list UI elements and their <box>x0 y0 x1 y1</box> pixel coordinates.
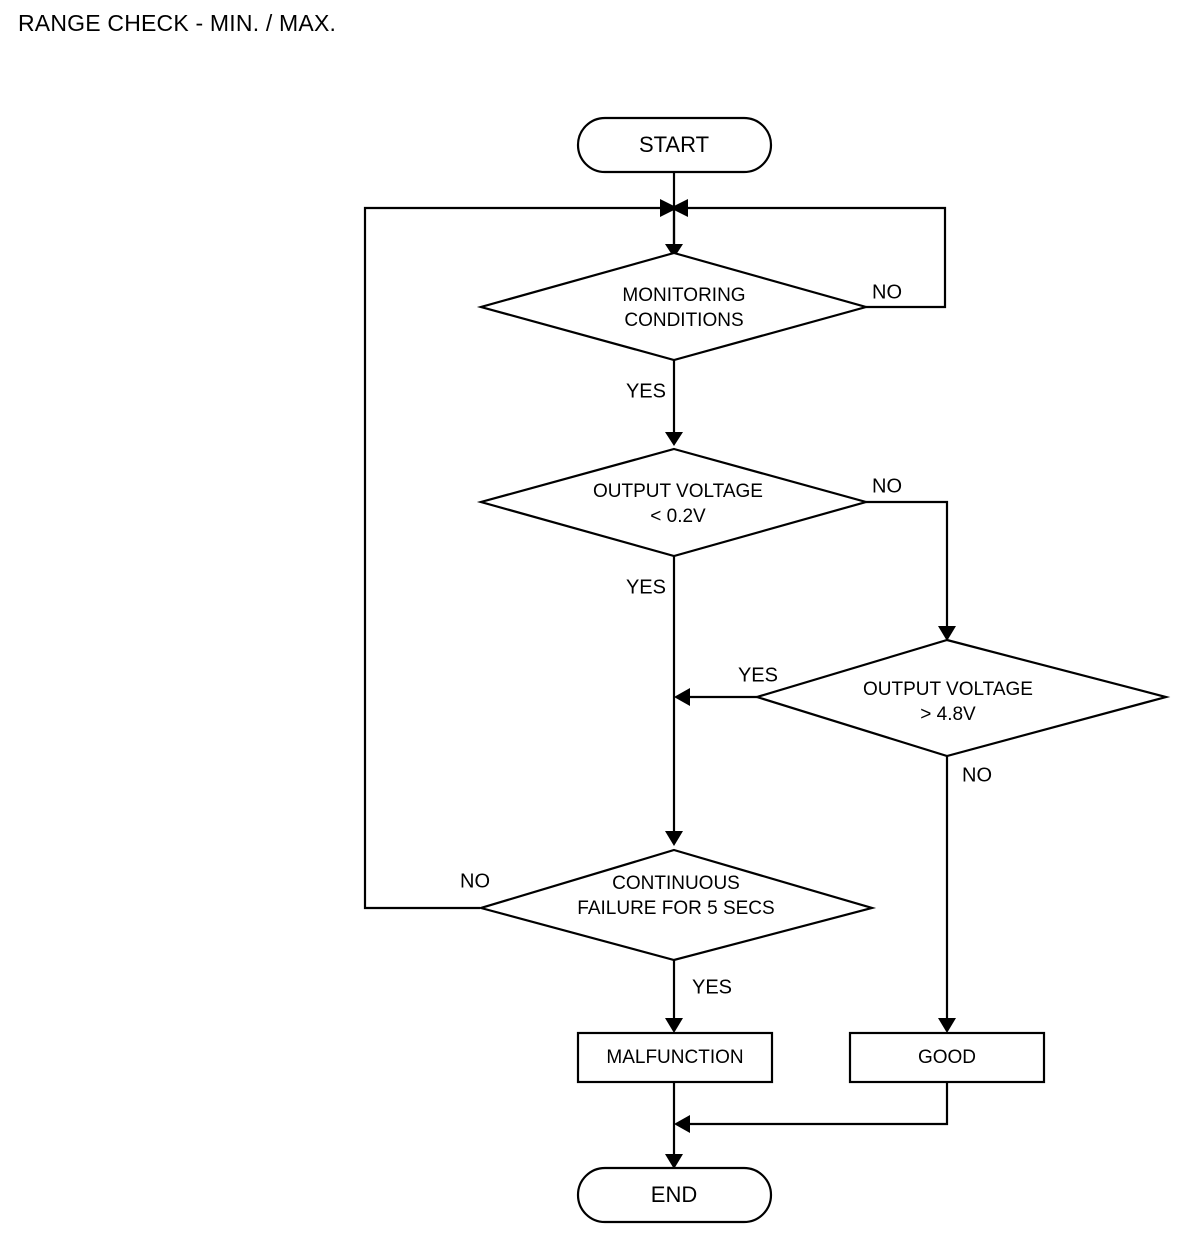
contfail-decision-shape <box>476 848 877 962</box>
edge-label-contfail-no: NO <box>460 870 490 892</box>
node-start[interactable]: START <box>576 116 773 174</box>
vmax-decision-shape <box>753 638 1171 758</box>
vmax-label-line2: > 4.8V <box>920 704 976 725</box>
edge-label-monitoring-no: NO <box>872 281 902 303</box>
node-good[interactable]: GOOD <box>848 1031 1046 1084</box>
edge-vmax-no <box>938 756 956 1033</box>
contfail-label-line2: FAILURE FOR 5 SECS <box>577 898 774 919</box>
edge-junction-to-monitoring <box>665 208 683 258</box>
start-terminator-shape <box>576 116 773 174</box>
edge-label-vmax-no: NO <box>962 764 992 786</box>
contfail-label-line1: CONTINUOUS <box>612 873 740 894</box>
edge-vmax-yes <box>674 688 757 706</box>
vmin-decision-shape <box>476 447 871 558</box>
vmax-label-line1: OUTPUT VOLTAGE <box>863 679 1033 700</box>
vmin-label-line2: < 0.2V <box>650 506 706 527</box>
end-label: END <box>651 1182 697 1207</box>
node-malfunction[interactable]: MALFUNCTION <box>576 1031 774 1084</box>
good-box-shape <box>848 1031 1046 1084</box>
end-terminator-shape <box>576 1166 773 1224</box>
edge-label-monitoring-yes: YES <box>626 380 666 402</box>
monitoring-decision-shape <box>476 251 871 362</box>
malfunction-box-shape <box>576 1031 774 1084</box>
edge-malfunction-to-end <box>665 1082 683 1169</box>
node-end[interactable]: END <box>576 1166 773 1224</box>
vmin-label-line1: OUTPUT VOLTAGE <box>593 481 763 502</box>
edge-contfail-no-loop <box>363 199 678 910</box>
edge-monitoring-yes <box>665 360 683 446</box>
edge-monitoring-no-loop <box>670 199 947 309</box>
node-output-voltage-min[interactable]: OUTPUT VOLTAGE < 0.2V <box>476 447 871 558</box>
node-output-voltage-max[interactable]: OUTPUT VOLTAGE > 4.8V <box>753 638 1171 758</box>
start-label: START <box>639 132 709 157</box>
node-monitoring-conditions[interactable]: MONITORING CONDITIONS <box>476 251 871 362</box>
good-label: GOOD <box>918 1047 976 1068</box>
edge-vmin-yes <box>665 556 683 846</box>
edge-label-vmax-yes: YES <box>738 664 778 686</box>
edge-contfail-yes <box>665 960 683 1033</box>
edge-label-vmin-yes: YES <box>626 576 666 598</box>
monitoring-label-line2: CONDITIONS <box>624 310 743 331</box>
edge-label-vmin-no: NO <box>872 475 902 497</box>
malfunction-label: MALFUNCTION <box>606 1047 743 1068</box>
monitoring-label-line1: MONITORING <box>622 285 745 306</box>
edge-good-to-end <box>674 1082 949 1133</box>
page-title: RANGE CHECK - MIN. / MAX. <box>18 10 337 36</box>
edge-label-contfail-yes: YES <box>692 976 732 998</box>
edge-vmin-no <box>866 500 956 641</box>
node-continuous-failure[interactable]: CONTINUOUS FAILURE FOR 5 SECS <box>476 848 877 962</box>
